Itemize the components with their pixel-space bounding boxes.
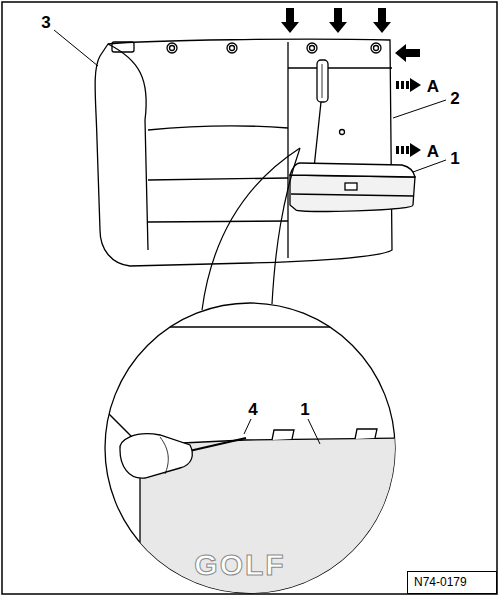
dashed-arrow-part — [410, 78, 421, 92]
storage-pocket-part — [290, 175, 415, 211]
backrest-part — [374, 46, 379, 51]
backrest-part — [148, 221, 288, 222]
detail-view-part — [185, 438, 246, 452]
backrest-part — [148, 126, 288, 130]
leader-line-part — [54, 30, 98, 66]
watermark: GOLF — [194, 550, 285, 580]
storage-pocket-part — [291, 194, 414, 196]
leader-line-part — [244, 419, 251, 434]
callout-number: 1 — [300, 401, 309, 418]
dashed-arrow — [396, 78, 421, 157]
screwdriver-part — [322, 64, 323, 98]
backrest-part — [108, 44, 148, 250]
screwdriver — [314, 60, 328, 168]
detail-view-part — [100, 326, 400, 327]
dashed-arrow-part — [406, 146, 409, 154]
direction-arrow-part — [373, 8, 391, 33]
callout-number: 1 — [450, 150, 459, 167]
backrest-part — [287, 42, 288, 258]
direction-arrow-part — [395, 44, 420, 62]
backrest-part — [340, 130, 345, 135]
dashed-arrow-part — [396, 81, 399, 89]
backrest-part — [307, 43, 317, 53]
callout-number: 2 — [450, 90, 459, 107]
direction-arrow-part — [329, 8, 347, 33]
backrest-part — [310, 46, 315, 51]
view-letter: A — [427, 143, 439, 160]
screwdriver-part — [314, 102, 321, 168]
backrest-part — [167, 43, 177, 53]
dashed-arrow-part — [406, 81, 409, 89]
dashed-arrow-part — [401, 81, 404, 89]
detail-view — [100, 327, 400, 597]
dashed-arrow-part — [401, 146, 404, 154]
detail-view-part — [355, 429, 377, 439]
backrest-part — [230, 46, 235, 51]
leader-line — [54, 30, 446, 444]
storage-pocket-part — [345, 183, 357, 190]
callout-number: 4 — [248, 401, 257, 418]
backrest-part — [288, 67, 392, 68]
detail-view-part — [272, 430, 294, 440]
direction-arrow-part — [281, 8, 299, 33]
backrest-part — [95, 39, 392, 266]
detail-view-part — [160, 437, 168, 474]
backrest-part — [227, 43, 237, 53]
direction-arrow — [281, 8, 420, 62]
storage-pocket-part — [290, 163, 415, 177]
dashed-arrow-part — [396, 146, 399, 154]
view-letter: A — [427, 78, 439, 95]
leader-line-part — [308, 419, 320, 444]
backrest — [95, 39, 392, 266]
magnifier-cone — [202, 148, 300, 310]
backrest-part — [148, 178, 288, 180]
backrest-part — [112, 42, 134, 52]
backrest-part — [371, 43, 381, 53]
screwdriver-part — [317, 60, 328, 102]
detail-view-part — [120, 434, 192, 479]
callout-number: 3 — [41, 14, 50, 31]
backrest-part — [170, 46, 175, 51]
dashed-arrow-part — [410, 143, 421, 157]
leader-line-part — [393, 100, 446, 118]
reference-number: N74-0179 — [408, 572, 496, 592]
reference-box: N74-0179 — [407, 571, 497, 594]
storage-pocket — [290, 163, 415, 211]
magnifier-cone-part — [202, 148, 300, 310]
leader-line-part — [413, 160, 446, 172]
magnifier-cone-part — [272, 148, 300, 304]
